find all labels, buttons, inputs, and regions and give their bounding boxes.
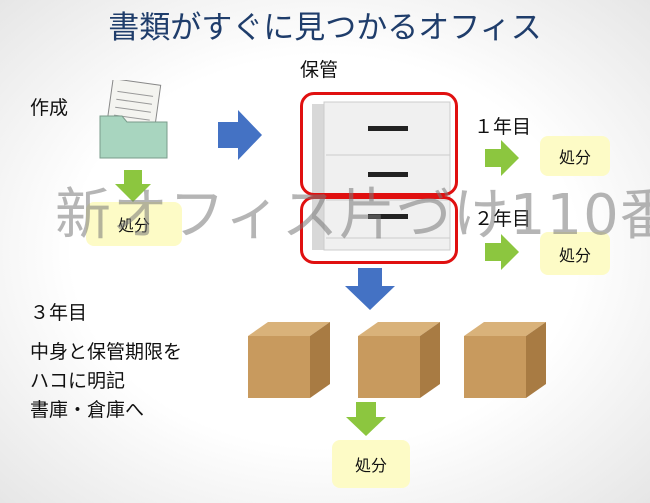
year3-description: 中身と保管期限を ハコに明記 書庫・倉庫へ [30, 338, 182, 425]
cardboard-box-image [358, 322, 440, 398]
year1-label: １年目 [474, 116, 532, 138]
year2-highlight [300, 196, 458, 264]
year3-text-line: ハコに明記 [30, 370, 126, 392]
arrow-right-green-icon [485, 234, 519, 270]
dispose-box-year3: 処分 [332, 440, 410, 488]
year1-highlight [300, 92, 458, 196]
cardboard-box-image [248, 322, 330, 398]
arrow-right-green-icon [485, 140, 519, 176]
year3-text-line: 書庫・倉庫へ [30, 399, 145, 421]
folder-document-icon [99, 80, 168, 159]
file-cabinet-image [312, 101, 451, 251]
arrow-down-blue-icon [345, 268, 395, 310]
dispose-box-create: 処分 [86, 202, 182, 246]
cardboard-box-image [464, 322, 546, 398]
dispose-box-year2: 処分 [540, 232, 610, 275]
year3-label: ３年目 [30, 302, 88, 324]
arrow-down-green-icon [346, 402, 386, 436]
year3-text-line: 中身と保管期限を [30, 341, 183, 363]
year2-label: ２年目 [474, 208, 532, 230]
watermark: 新オフィス片づけ110番 [55, 183, 650, 248]
dispose-box-year1: 処分 [540, 136, 610, 176]
slide-title: 書類がすぐに見つかるオフィス [108, 10, 542, 46]
storage-label: 保管 [300, 59, 339, 81]
arrow-down-green-icon [115, 170, 151, 202]
create-label: 作成 [30, 97, 69, 119]
arrow-right-blue-icon [218, 110, 262, 160]
